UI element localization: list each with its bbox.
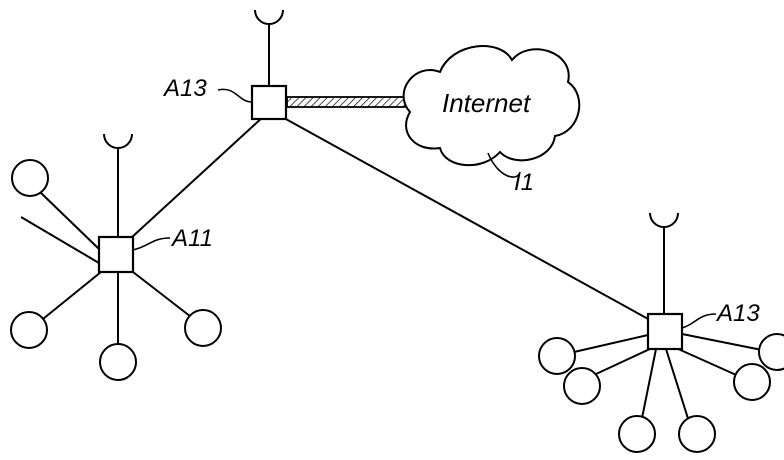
cloud-ref-leader	[487, 152, 521, 178]
link-top-to-right	[283, 117, 651, 321]
left-node-box	[97, 235, 135, 274]
top-antenna-icon	[254, 9, 284, 25]
internet-label: Internet	[442, 88, 532, 118]
client-station	[184, 309, 222, 347]
left-node-leader	[132, 237, 171, 251]
internet-cloud	[402, 45, 581, 166]
left-node-label: A11	[170, 225, 213, 252]
internet-wired-link	[286, 96, 413, 108]
client-station	[678, 415, 716, 453]
left-access-point	[10, 133, 222, 381]
top-node-leader	[217, 88, 253, 103]
right-node-label: A13	[715, 300, 760, 327]
right-access-point	[538, 212, 784, 453]
top-access-point	[250, 9, 288, 121]
right-node-leader	[681, 313, 717, 329]
client-station	[11, 159, 49, 197]
client-station	[563, 367, 601, 405]
top-node-box	[250, 84, 288, 121]
left-antenna-icon	[103, 133, 133, 149]
client-station	[733, 363, 771, 401]
right-node-box	[646, 312, 684, 351]
client-station	[538, 337, 576, 375]
client-station	[618, 415, 656, 453]
client-station	[10, 311, 48, 349]
link-top-to-left	[130, 115, 265, 239]
cloud-ref-label: I1	[514, 169, 534, 196]
client-station	[758, 333, 784, 371]
right-antenna-icon	[649, 212, 679, 228]
top-node-label: A13	[162, 75, 207, 102]
client-station	[99, 343, 137, 381]
